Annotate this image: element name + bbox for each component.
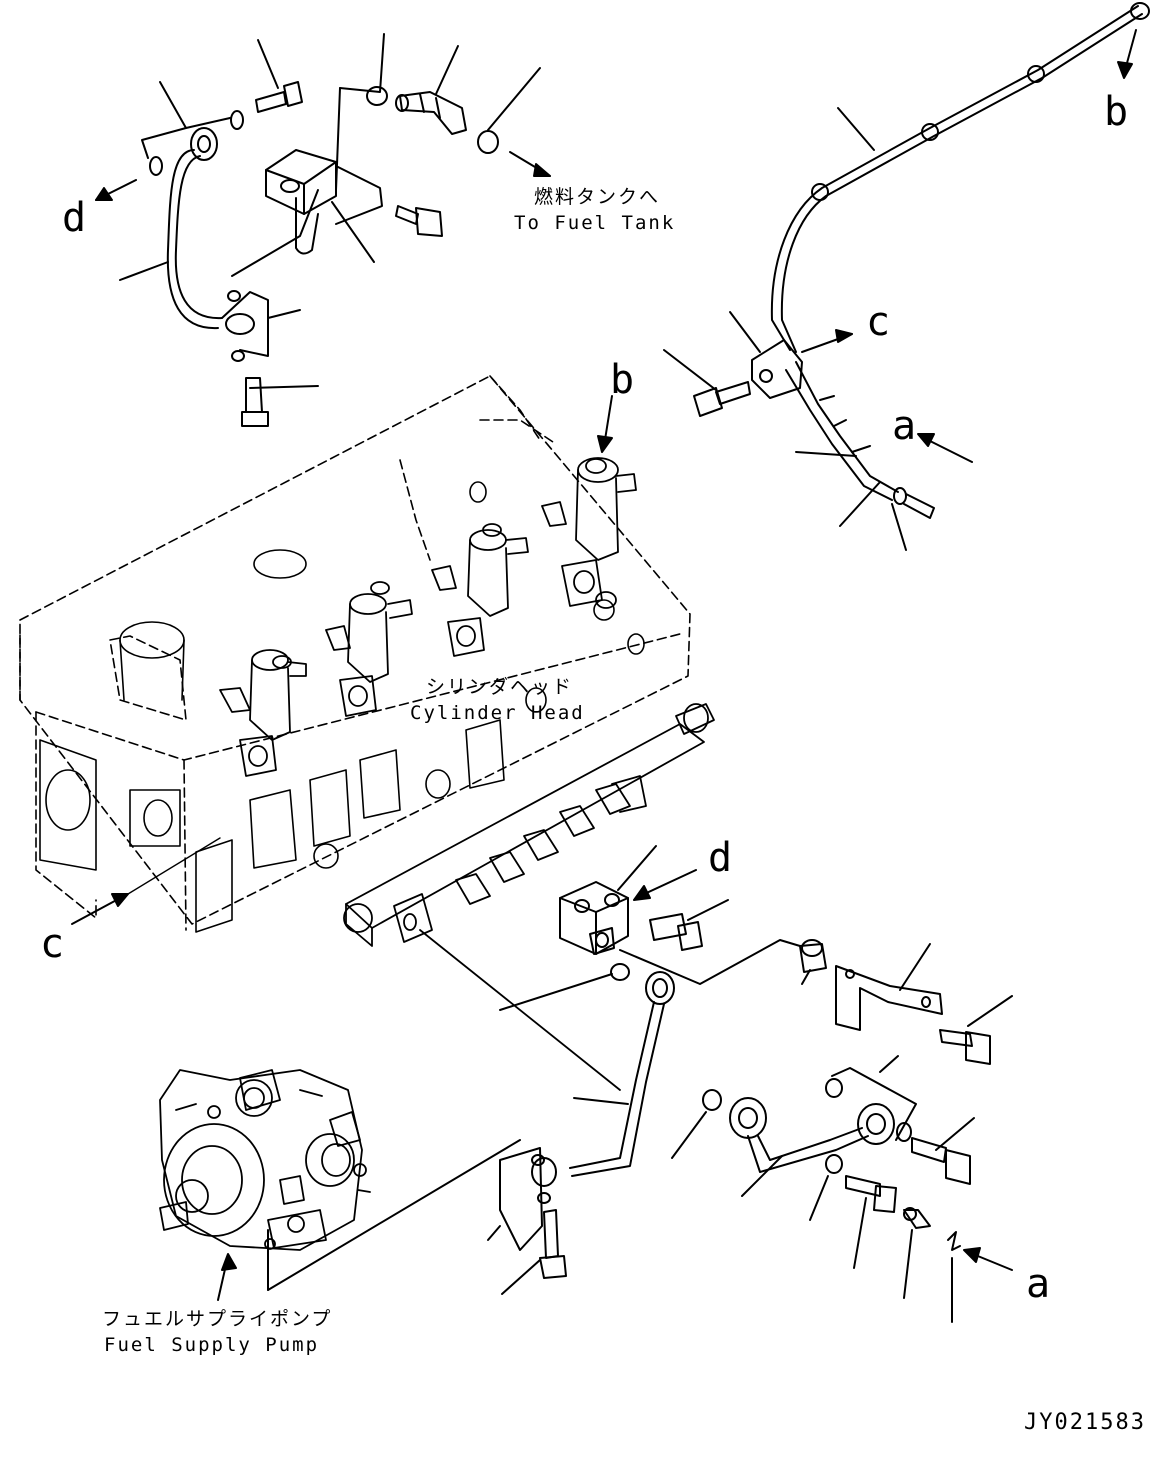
callout-c-lower: c xyxy=(40,921,65,967)
label-fuel-pump-jp: フュエルサプライポンプ xyxy=(102,1308,333,1330)
callout-a-upper: a xyxy=(892,403,917,449)
label-fuel-tank-en: To Fuel Tank xyxy=(514,212,676,234)
label-cylinder-head-jp: シリンダヘッド xyxy=(426,676,574,698)
callout-a-lower: a xyxy=(1026,1261,1051,1307)
label-cylinder-head-en: Cylinder Head xyxy=(410,702,585,724)
callout-d-lower: d xyxy=(708,835,733,881)
lower-pipe-assembly xyxy=(267,845,1013,1323)
drawing-code: JY021583 xyxy=(1024,1410,1146,1435)
return-pipe-assembly xyxy=(95,33,551,427)
injectors xyxy=(219,457,637,777)
label-fuel-tank-jp: 燃料タンクへ xyxy=(534,186,661,208)
callout-b-mid: b xyxy=(610,357,635,403)
label-fuel-pump-en: Fuel Supply Pump xyxy=(104,1334,320,1356)
leak-off-pipe xyxy=(663,2,1150,551)
callout-c-upper: c xyxy=(866,299,891,345)
fuel-supply-pump xyxy=(159,1069,371,1251)
common-rail xyxy=(343,703,715,1091)
callout-b-upper: b xyxy=(1104,89,1129,135)
callout-d-upper: d xyxy=(62,195,87,241)
cylinder-head-details xyxy=(39,481,645,933)
